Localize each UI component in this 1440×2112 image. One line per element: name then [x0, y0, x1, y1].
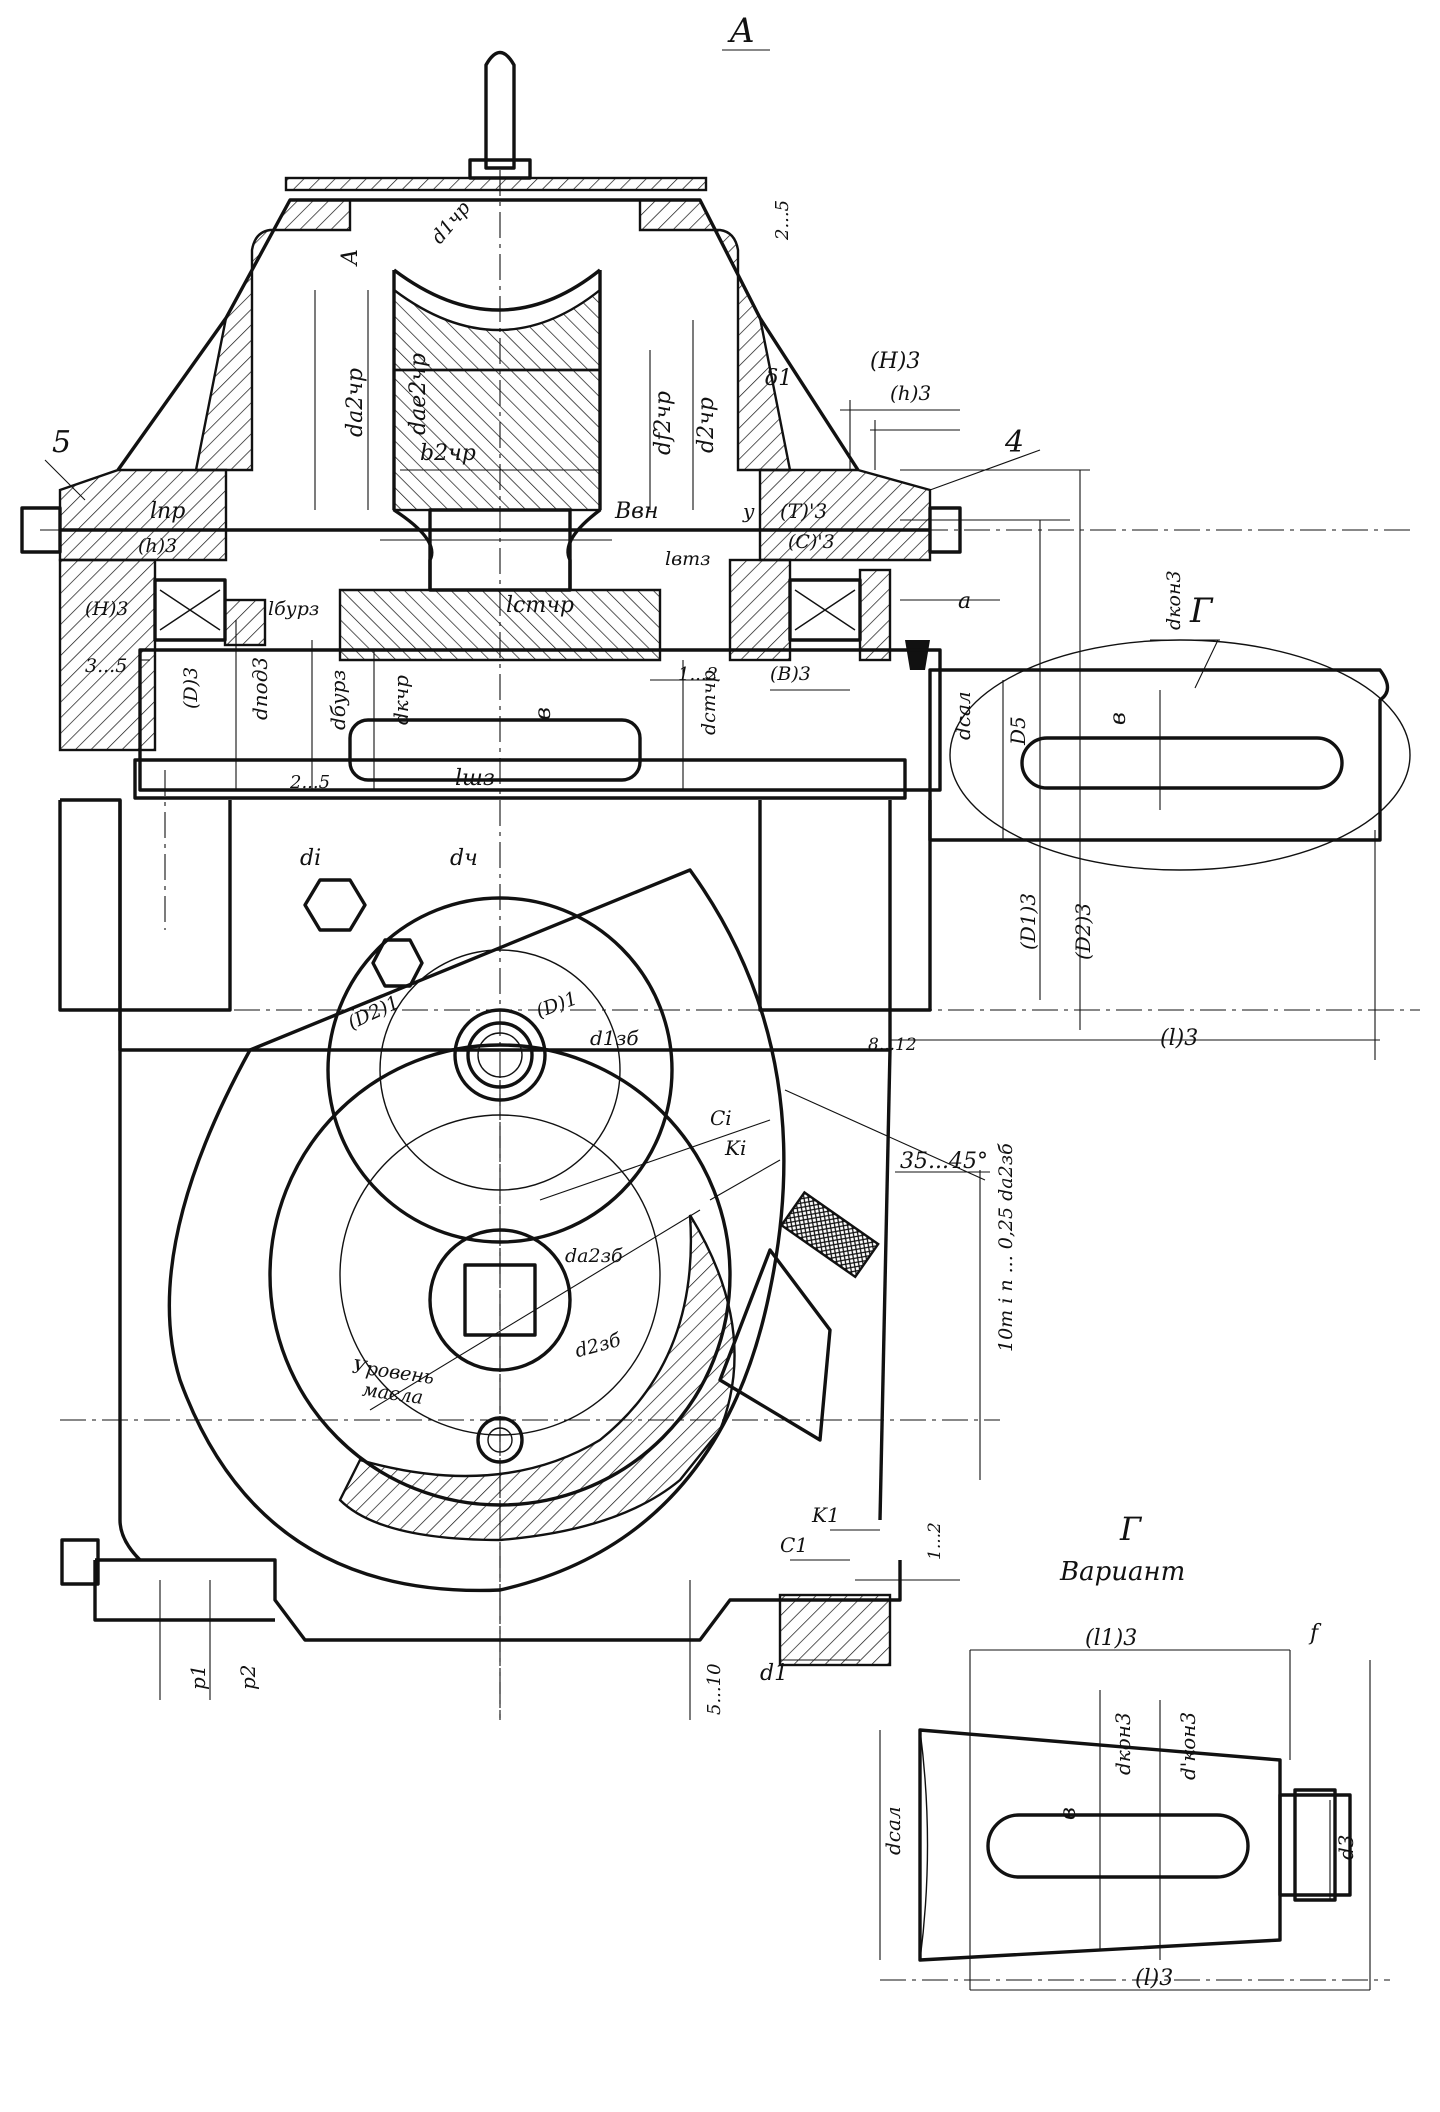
dimension-label: в	[1106, 712, 1131, 725]
dimension-label: dпод3	[248, 657, 272, 720]
dimension-label: 2...5	[289, 772, 330, 793]
dimension-label: lстчр	[506, 593, 574, 618]
dimension-label: (T)'3	[780, 499, 827, 523]
dimension-label: K1	[811, 1503, 840, 1527]
dimension-label: d3	[1334, 1834, 1358, 1860]
dimension-label: d2чр	[694, 397, 719, 453]
dimension-label: (D)1	[533, 987, 580, 1022]
worm-outline	[326, 896, 674, 1244]
dimension-label: Ki	[724, 1136, 746, 1160]
dimension-label: (C)'3	[788, 531, 835, 553]
variant-keyway	[986, 1813, 1250, 1879]
breather-plug	[484, 50, 516, 170]
bolt-dch	[371, 938, 424, 988]
dimension-label: 2...5	[772, 200, 793, 241]
detail-label-g: Г	[1189, 591, 1214, 631]
dimension-label: (D1)3	[1016, 893, 1040, 950]
dimension-label: da2зб	[565, 1245, 623, 1267]
bolt-di	[303, 878, 367, 932]
dimension-label: di	[300, 846, 321, 871]
view-label-a: A	[727, 11, 755, 51]
dimension-label: df2чр	[651, 391, 676, 455]
output-shaft	[928, 668, 1390, 842]
part-number-4: 4	[1004, 425, 1024, 460]
dimension-label: d'кон3	[1176, 1712, 1200, 1780]
dimension-label: p2	[236, 1664, 260, 1690]
dimension-label: Ci	[710, 1106, 732, 1130]
dimension-label: lвтз	[665, 548, 711, 570]
dimension-label: dкон3	[1111, 1712, 1135, 1775]
dimension-label: Bвн	[614, 499, 658, 524]
bolt-right	[928, 506, 962, 554]
dimension-label: p1	[186, 1664, 210, 1690]
dimension-label: (l1)3	[1085, 1626, 1137, 1651]
dimension-label: (H)3	[85, 598, 128, 620]
dimension-label: a	[958, 589, 971, 614]
dimension-label: lшз	[455, 766, 495, 791]
drain-plug	[778, 1593, 892, 1667]
labels: A 5 4 Г 2...5 A d1чр da2чр dae2чр b2чр d…	[52, 11, 1358, 1991]
dimension-label: 1...2	[925, 1522, 945, 1560]
dimension-label: dсал	[951, 691, 975, 740]
angle-note: 35...45°	[900, 1149, 988, 1174]
dimension-label: (B)3	[770, 663, 811, 685]
dimension-label: dстчр	[698, 670, 720, 735]
dimension-label: 3...5	[85, 655, 127, 677]
dimension-label: 8...12	[868, 1035, 917, 1055]
lower-housing	[58, 798, 932, 1667]
dimension-label: (l)3	[1135, 1966, 1173, 1991]
dimension-label: b2чр	[420, 441, 476, 466]
dimension-label: dкон3	[1163, 570, 1185, 630]
shaft-thread	[1278, 1793, 1352, 1897]
dimension-label: δ1	[765, 366, 792, 391]
dimension-label: y	[742, 499, 755, 523]
dimension-label: d1	[760, 1661, 788, 1686]
dimension-label: dкчр	[389, 675, 413, 725]
gearbox-section	[20, 50, 1411, 871]
oil-depth-note: 10m i n ... 0,25 da2зб	[995, 1143, 1017, 1352]
dimension-label: в	[1056, 1807, 1081, 1820]
dimension-label: C1	[780, 1533, 808, 1557]
dimension-lines	[44, 290, 1380, 1720]
housing-split-plate	[133, 758, 907, 800]
variant-g-detail	[879, 1649, 1371, 1991]
dimension-label: (H)3	[870, 349, 920, 374]
dimension-label: (D)3	[180, 667, 202, 709]
part-number-5: 5	[52, 425, 71, 460]
top-cover	[284, 176, 708, 192]
dimension-label: в	[531, 707, 556, 720]
variant-label-g: Г	[1119, 1510, 1143, 1548]
dimension-label: dсал	[881, 1806, 905, 1855]
dimension-label: da2чр	[343, 368, 368, 437]
dipstick	[779, 1190, 880, 1279]
oil-sump	[338, 1214, 736, 1542]
dimension-label: f	[1308, 1621, 1322, 1646]
dimension-label: A	[338, 249, 363, 267]
dimension-label: dбурз	[326, 670, 350, 730]
dimension-label: d2зб	[573, 1329, 624, 1362]
dimension-label: d1зб	[590, 1026, 639, 1050]
variant-title: Вариант	[1059, 1557, 1185, 1587]
shaft-keyway	[1020, 736, 1344, 790]
dimension-label: D5	[1006, 716, 1030, 746]
dimension-label: (h)3	[138, 535, 177, 557]
oil-seal	[905, 640, 930, 670]
dimension-label: dч	[450, 846, 478, 871]
dimension-label: lпр	[150, 499, 185, 524]
dimension-label: 5...10	[704, 1663, 725, 1715]
dimension-label: d1чр	[427, 197, 475, 248]
dimension-label: (D2)3	[1071, 903, 1095, 960]
bolt-left	[20, 506, 62, 554]
dimension-label: 1...2	[678, 664, 718, 685]
wheel-hub	[338, 588, 662, 662]
dimension-label: dae2чр	[406, 353, 431, 435]
dimension-label: (h)3	[890, 381, 931, 405]
housing-outline	[167, 868, 786, 1593]
dimension-label: (l)3	[1160, 1026, 1198, 1051]
dimension-label: lбурз	[268, 598, 319, 620]
base-bolt	[60, 1538, 100, 1586]
